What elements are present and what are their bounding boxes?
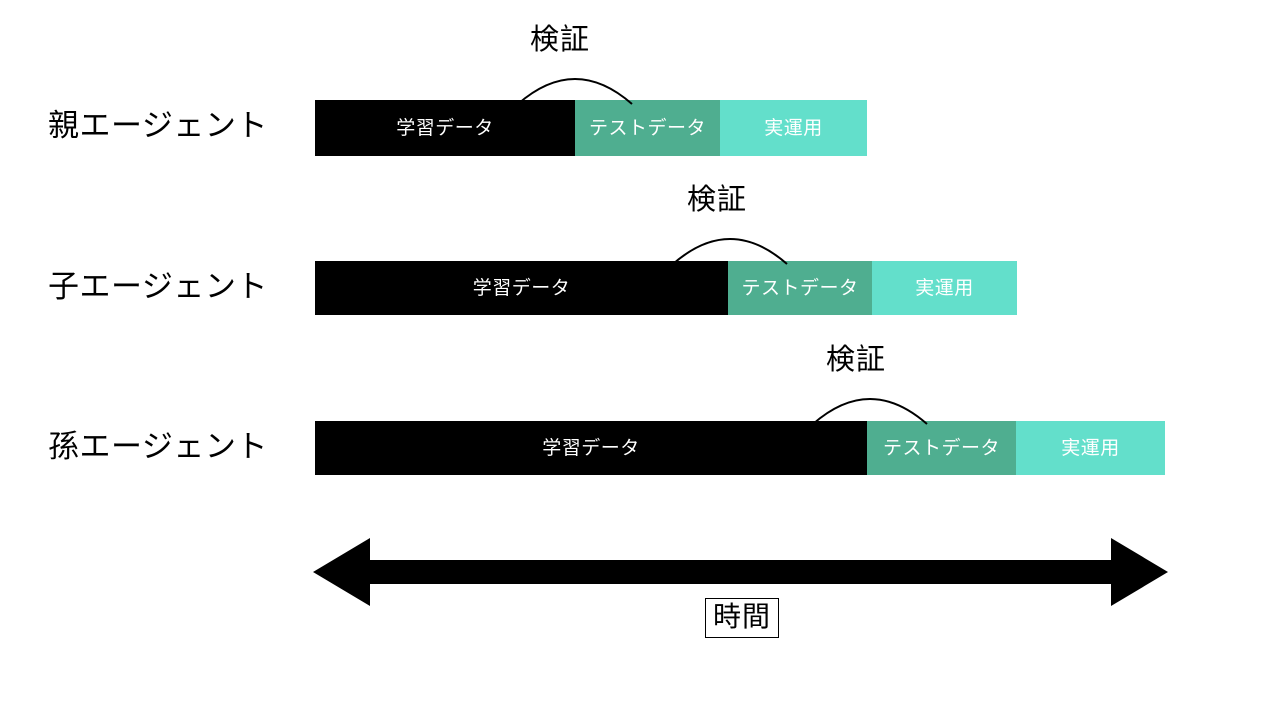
time-axis-label: 時間 xyxy=(712,602,771,633)
segment-production[interactable]: 実運用 xyxy=(872,261,1017,315)
row-label-grandchild-agent: 孫エージェント xyxy=(48,429,268,464)
segment-training-data[interactable]: 学習データ xyxy=(315,421,867,475)
validation-arc-icon xyxy=(812,398,928,425)
segment-label: テストデータ xyxy=(882,437,1000,459)
segment-label: テストデータ xyxy=(588,117,706,139)
validation-arc-icon xyxy=(672,238,788,265)
validation-arc-icon xyxy=(517,78,633,105)
segment-label: 学習データ xyxy=(542,437,640,459)
segment-label: 学習データ xyxy=(472,277,571,299)
segment-training-data[interactable]: 学習データ xyxy=(315,100,575,156)
validation-label: 検証 xyxy=(530,24,591,56)
segment-production[interactable]: 実運用 xyxy=(720,100,867,156)
row-label-parent-agent: 親エージェント xyxy=(48,108,268,143)
segment-label: 実運用 xyxy=(764,117,823,139)
time-axis-label-box: 時間 xyxy=(705,598,779,638)
segment-test-data[interactable]: テストデータ xyxy=(867,421,1016,475)
segment-test-data[interactable]: テストデータ xyxy=(728,261,872,315)
segment-label: 学習データ xyxy=(396,117,494,139)
segment-test-data[interactable]: テストデータ xyxy=(575,100,720,156)
segment-label: 実運用 xyxy=(1061,437,1120,459)
timeline-bar-child-agent: 学習データ テストデータ 実運用 xyxy=(315,261,1017,315)
timeline-bar-parent-agent: 学習データ テストデータ 実運用 xyxy=(315,100,867,156)
validation-label: 検証 xyxy=(687,184,748,216)
segment-label: テストデータ xyxy=(741,277,859,299)
segment-label: 実運用 xyxy=(915,277,974,299)
validation-label: 検証 xyxy=(826,344,887,376)
timeline-bar-grandchild-agent: 学習データ テストデータ 実運用 xyxy=(315,421,1165,475)
row-label-child-agent: 子エージェント xyxy=(48,269,268,304)
segment-production[interactable]: 実運用 xyxy=(1016,421,1165,475)
segment-training-data[interactable]: 学習データ xyxy=(315,261,728,315)
